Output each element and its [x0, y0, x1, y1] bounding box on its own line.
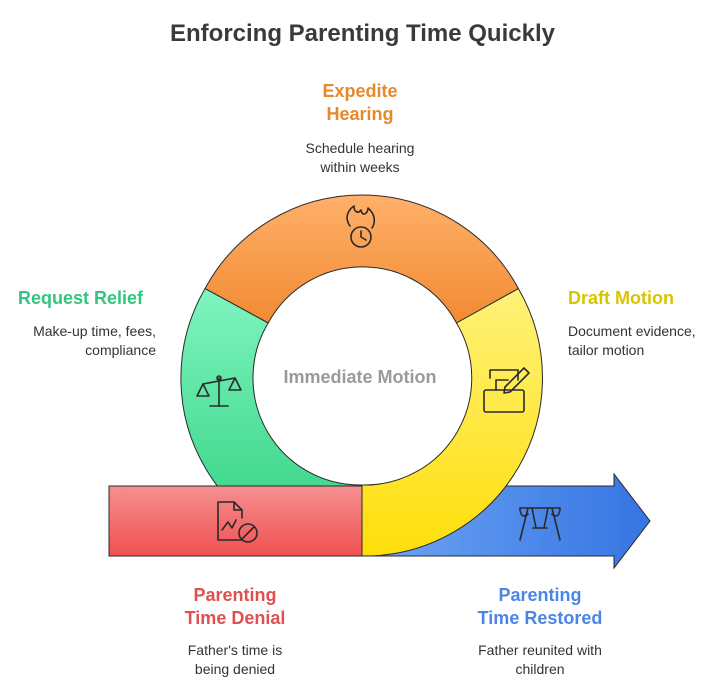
expedite-description: Schedule hearing within weeks [260, 139, 460, 177]
blocked-document-icon [217, 501, 258, 543]
denial-heading-line-2: Time Denial [184, 608, 286, 628]
document-pencil-icon [483, 367, 530, 413]
relief-heading-line-1: Request Relief [18, 288, 144, 308]
restored-heading-line-1: Parenting [498, 585, 582, 605]
expedite-description-line-1: Schedule hearing [305, 140, 415, 156]
scales-icon [196, 375, 242, 407]
restored-description-line-2: children [515, 661, 565, 677]
denial-heading-line-1: Parenting [193, 585, 277, 605]
expedite-description-line-2: within weeks [320, 159, 400, 175]
restored-heading: Parenting Time Restored [440, 584, 640, 630]
center-label: Immediate Motion [283, 367, 437, 387]
denial-description-line-2: being denied [194, 661, 276, 677]
draft-description: Document evidence, tailor motion [568, 322, 718, 360]
denial-heading: Parenting Time Denial [135, 584, 335, 630]
fire-clock-icon [346, 205, 376, 248]
restored-description-line-1: Father reunited with [478, 642, 602, 658]
draft-description-line-2: tailor motion [568, 342, 645, 358]
denial-description-line-1: Father's time is [187, 642, 283, 658]
relief-description: Make-up time, fees, compliance [6, 322, 156, 360]
relief-heading: Request Relief [18, 287, 178, 310]
expedite-heading-line-1: Expedite [322, 81, 398, 101]
relief-description-line-2: compliance [85, 342, 156, 358]
draft-description-line-1: Document evidence, [568, 323, 696, 339]
draft-heading-line-1: Draft Motion [568, 288, 674, 308]
expedite-heading: Expedite Hearing [260, 80, 460, 126]
draft-heading: Draft Motion [568, 287, 718, 310]
denial-description: Father's time is being denied [135, 641, 335, 679]
swing-set-icon [519, 507, 561, 541]
diagram-title: Enforcing Parenting Time Quickly [170, 20, 555, 47]
relief-description-line-1: Make-up time, fees, [33, 323, 156, 339]
expedite-heading-line-2: Hearing [326, 104, 394, 124]
restored-description: Father reunited with children [440, 641, 640, 679]
ring-segment-expedite [204, 194, 520, 324]
restored-heading-line-2: Time Restored [477, 608, 603, 628]
ring-segment-draft [361, 287, 543, 557]
